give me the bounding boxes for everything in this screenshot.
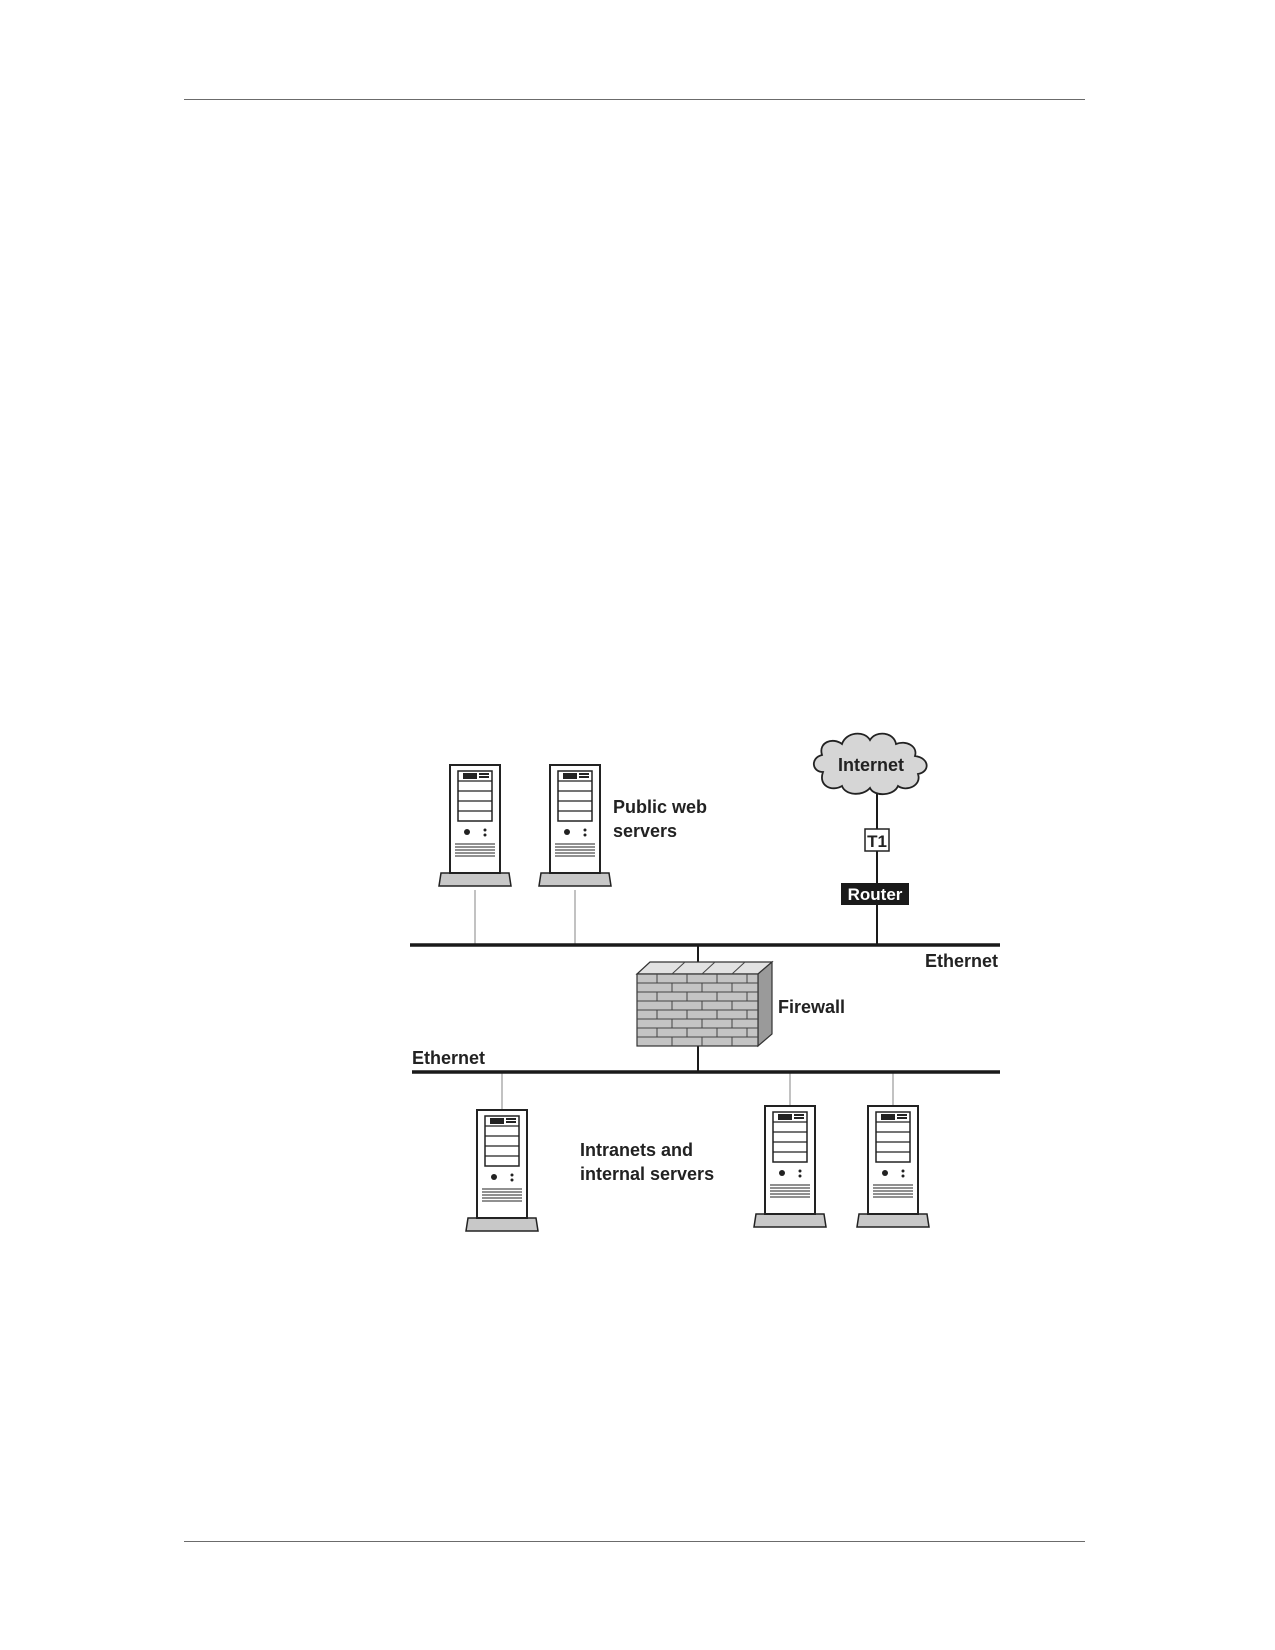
internal-server-2-icon <box>753 1105 827 1228</box>
ethernet-bottom-label: Ethernet <box>412 1048 485 1068</box>
page-bottom-rule <box>184 1541 1085 1542</box>
public-server-1-icon <box>438 764 512 887</box>
router-box <box>841 883 909 905</box>
internal-server-3-icon <box>856 1105 930 1228</box>
public-servers-label-line1: Public web <box>613 797 707 817</box>
page-top-rule <box>184 99 1085 100</box>
internal-servers-label-line1: Intranets and <box>580 1140 693 1160</box>
t1-label: T1 <box>867 832 887 851</box>
firewall-icon <box>635 960 774 1048</box>
public-servers-label-line2: servers <box>613 821 677 841</box>
internet-cloud-icon <box>812 732 928 796</box>
t1-link-box <box>864 828 890 852</box>
router-label: Router <box>848 885 903 904</box>
internal-servers-label-line2: internal servers <box>580 1164 714 1184</box>
ethernet-top-label: Ethernet <box>925 951 998 971</box>
internal-server-1-icon <box>465 1109 539 1232</box>
public-server-2-icon <box>538 764 612 887</box>
internet-label: Internet <box>838 755 904 775</box>
firewall-label: Firewall <box>778 997 845 1017</box>
server-drop-lines <box>474 890 894 1110</box>
